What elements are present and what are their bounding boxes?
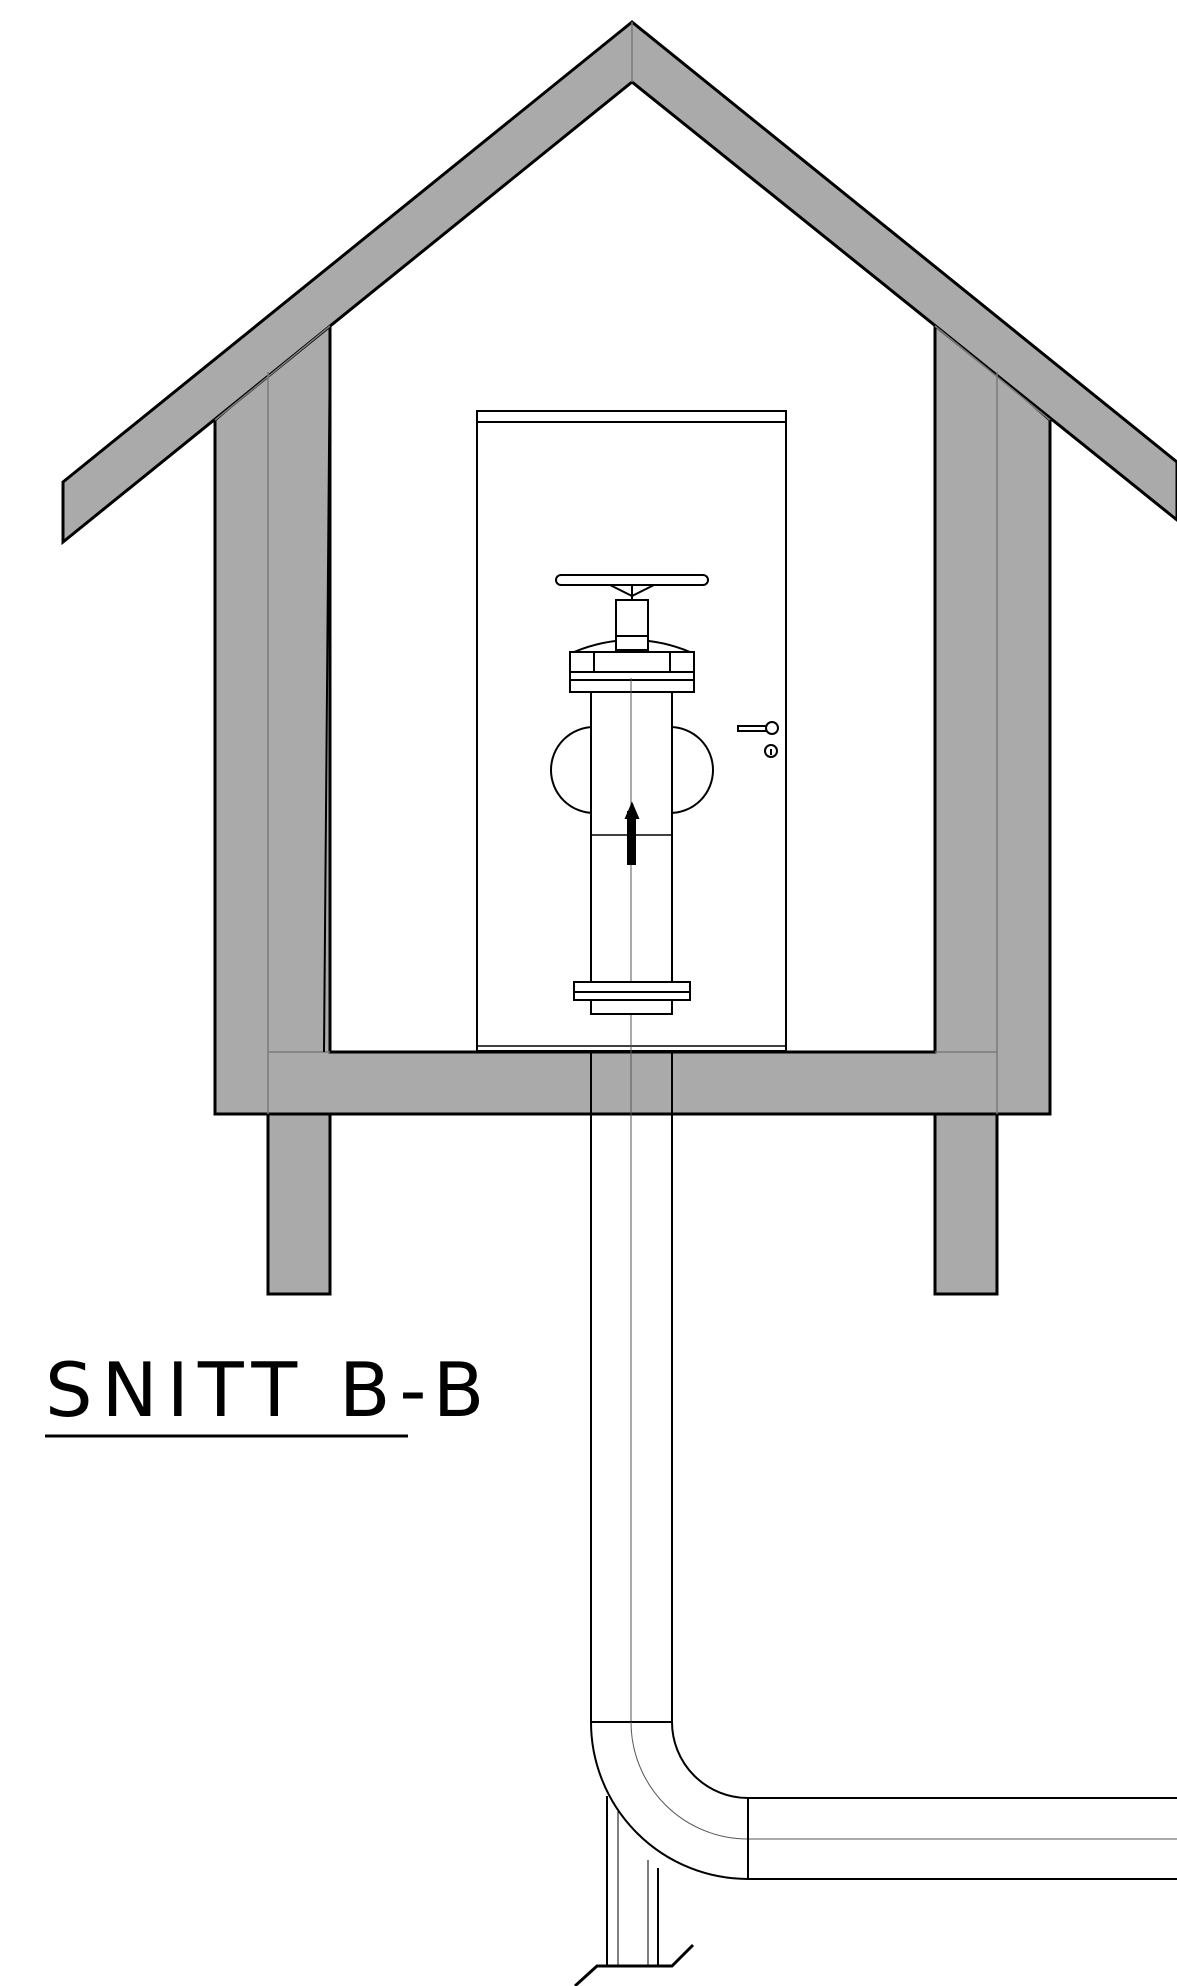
left-leg xyxy=(266,1112,332,1296)
fire-hydrant-icon xyxy=(550,574,714,1052)
supply-pipe xyxy=(573,1000,1177,1986)
keyhole-icon xyxy=(764,744,778,758)
section-label-text: SNITT B-B xyxy=(45,1346,493,1434)
house-structure xyxy=(61,20,1177,1296)
door-handle-icon xyxy=(737,721,779,735)
right-leg xyxy=(933,1112,999,1296)
section-label: SNITT B-B xyxy=(45,1346,493,1438)
construction-lines xyxy=(214,22,1051,1114)
